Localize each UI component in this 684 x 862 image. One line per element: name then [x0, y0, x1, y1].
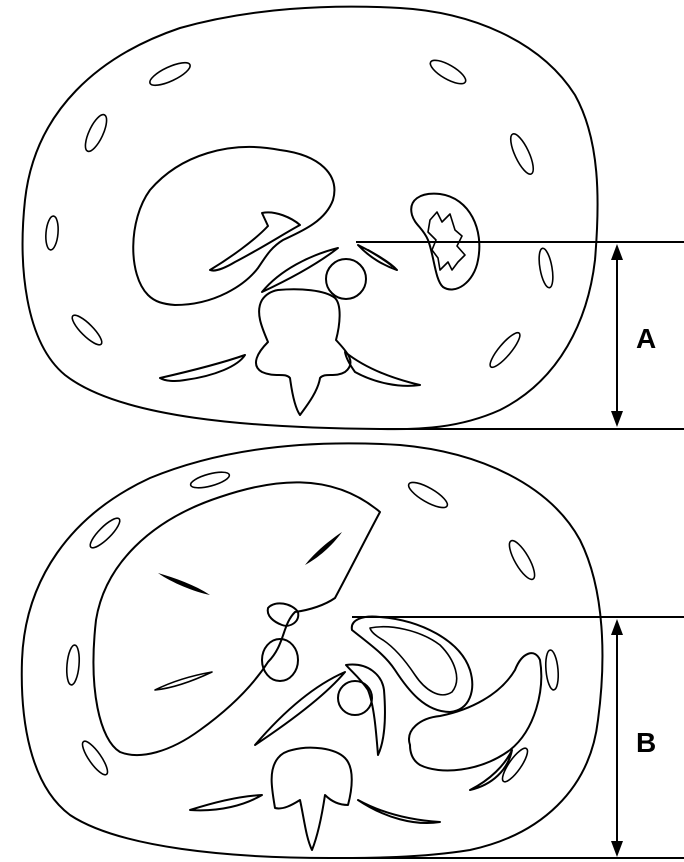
arrow-b-head-top: [611, 619, 623, 635]
lower-liver-vessel: [305, 532, 342, 565]
lower-muscle-sliver: [405, 478, 450, 512]
upper-vertebra: [256, 289, 351, 415]
lower-vertebra: [272, 748, 352, 850]
upper-muscle-sliver: [427, 56, 469, 88]
upper-body-outline: [23, 7, 598, 430]
label-a: A: [636, 323, 656, 354]
lower-muscle-sliver: [87, 515, 124, 552]
lower-spleen: [409, 653, 541, 770]
upper-cross-section: A: [23, 7, 684, 430]
lower-muscle-sliver: [544, 650, 559, 691]
lower-muscle-sliver: [505, 537, 539, 582]
arrow-b-head-bottom: [611, 841, 623, 857]
upper-liver: [133, 147, 334, 305]
lower-liver-vessel: [158, 573, 210, 595]
upper-muscle-sliver: [147, 58, 193, 89]
lower-liver-vessel: [155, 672, 212, 690]
lower-liver: [93, 482, 380, 755]
lower-crus-right: [346, 665, 385, 755]
upper-rib-left: [160, 355, 245, 381]
lower-crus-left: [255, 672, 345, 745]
lower-aorta: [338, 681, 372, 715]
lower-body-outline: [22, 443, 603, 858]
lower-cross-section: B: [22, 443, 684, 858]
lower-rib-right: [358, 800, 440, 823]
lower-muscle-sliver: [65, 645, 80, 686]
upper-muscle-sliver: [81, 112, 111, 154]
lower-muscle-sliver: [189, 469, 231, 491]
upper-rib-right: [345, 352, 420, 386]
arrow-a-head-top: [611, 244, 623, 260]
upper-aorta: [326, 259, 366, 299]
label-b: B: [636, 727, 656, 758]
upper-muscle-sliver: [45, 216, 60, 251]
arrow-a-head-bottom: [611, 411, 623, 427]
upper-muscle-sliver: [486, 329, 523, 370]
upper-muscle-sliver: [69, 312, 106, 349]
upper-liver-fissure: [210, 212, 300, 270]
upper-muscle-sliver: [537, 247, 556, 288]
lower-muscle-sliver: [79, 738, 112, 778]
upper-muscle-sliver: [506, 131, 537, 177]
lower-rib-left: [190, 795, 262, 810]
